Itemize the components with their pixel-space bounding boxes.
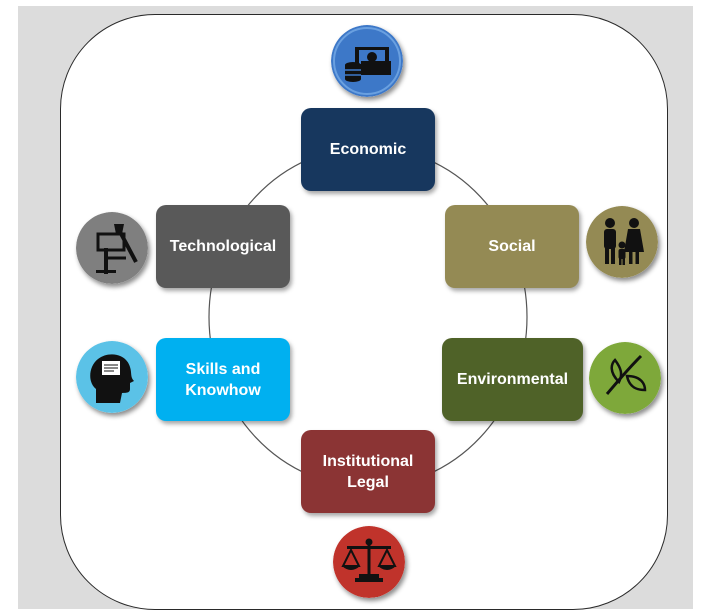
node-environmental-label: Environmental: [456, 371, 569, 388]
money-icon: [331, 25, 403, 97]
node-institutional-legal: Institutional Legal: [301, 430, 435, 513]
node-technological-label: Technological: [169, 238, 277, 255]
scales-icon: [333, 526, 405, 598]
node-economic: Economic: [301, 108, 435, 191]
node-skills-and-knowhow: Skills and Knowhow: [156, 338, 290, 421]
head-icon: [76, 341, 148, 413]
node-environmental: Environmental: [442, 338, 583, 421]
node-economic-label: Economic: [329, 141, 407, 158]
node-skills-and-knowhow-label: Skills and Knowhow: [185, 360, 261, 399]
family-icon: [586, 206, 658, 278]
node-technological: Technological: [156, 205, 290, 288]
node-social: Social: [445, 205, 579, 288]
node-social-label: Social: [488, 238, 536, 255]
leaf-icon: [589, 342, 661, 414]
node-institutional-legal-label: Institutional Legal: [322, 452, 414, 491]
drill-rig-icon: [76, 212, 148, 284]
